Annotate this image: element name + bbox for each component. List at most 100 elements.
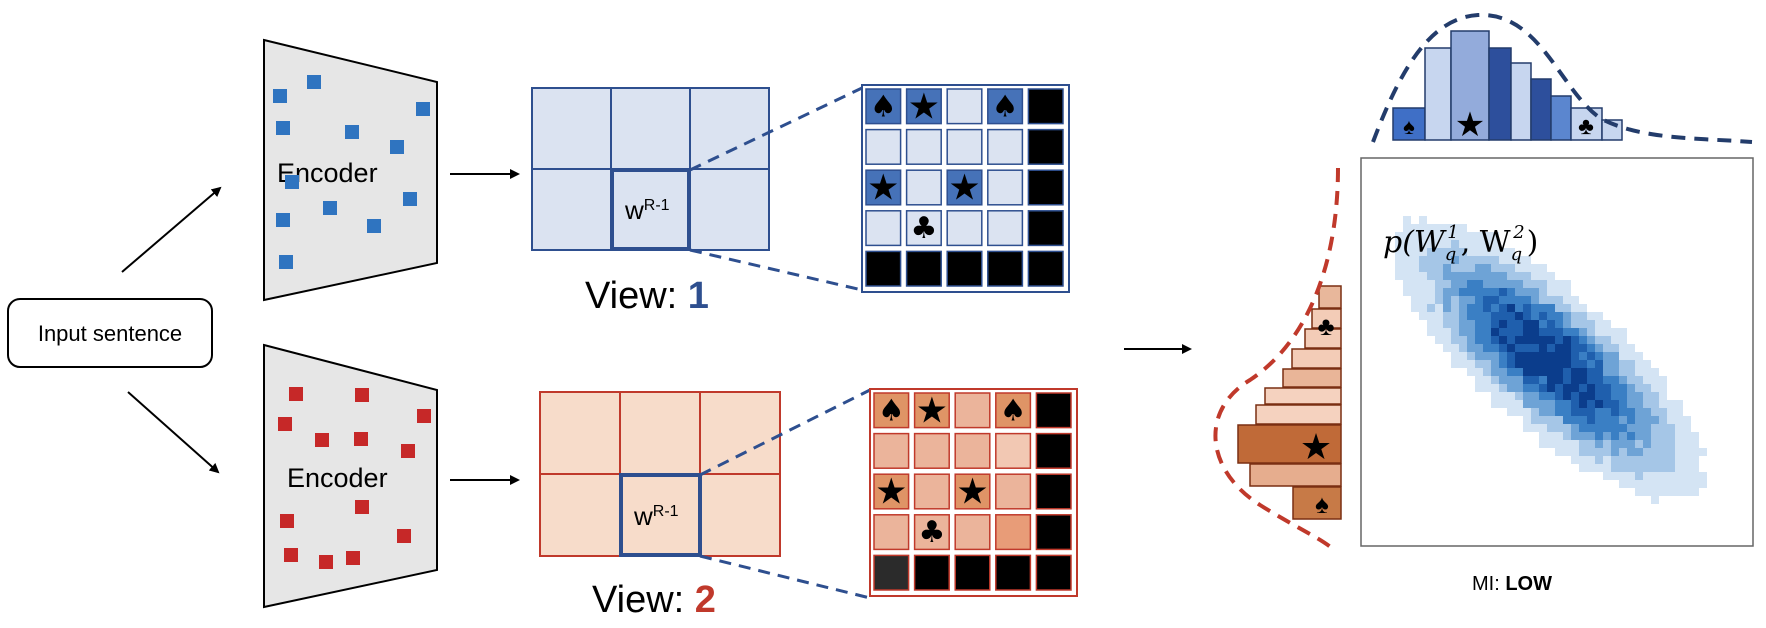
heatmap-cell xyxy=(1619,408,1627,416)
patch-cell xyxy=(1027,88,1064,125)
heatmap-cell xyxy=(1491,328,1499,336)
histogram-bar xyxy=(1264,387,1342,405)
heatmap-cell xyxy=(1659,432,1667,440)
heatmap-cell xyxy=(1571,344,1579,352)
patch-cell xyxy=(995,473,1032,510)
heatmap-cell xyxy=(1443,264,1451,272)
input-sentence-box xyxy=(7,298,213,368)
heatmap-cell xyxy=(1587,440,1595,448)
patch-cell xyxy=(946,210,983,247)
heatmap-cell xyxy=(1675,408,1683,416)
heatmap-cell xyxy=(1459,280,1467,288)
heatmap-cell xyxy=(1499,368,1507,376)
heatmap-cell xyxy=(1491,272,1499,280)
heatmap-cell xyxy=(1571,368,1579,376)
heatmap-cell xyxy=(1483,376,1491,384)
heatmap-cell xyxy=(1467,256,1475,264)
heatmap-cell xyxy=(1523,328,1531,336)
heatmap-cell xyxy=(1579,360,1587,368)
patch-cell xyxy=(1035,473,1072,510)
heatmap-cell xyxy=(1483,256,1491,264)
heatmap-cell xyxy=(1659,392,1667,400)
heatmap-cell xyxy=(1515,288,1523,296)
heatmap-cell xyxy=(1467,344,1475,352)
patch-cell xyxy=(987,250,1024,287)
heatmap-cell xyxy=(1603,328,1611,336)
patch-cell xyxy=(954,392,991,429)
heatmap-cell xyxy=(1611,432,1619,440)
heatmap-cell xyxy=(1483,336,1491,344)
heatmap-cell xyxy=(1667,456,1675,464)
heatmap-cell xyxy=(1571,400,1579,408)
heatmap-cell xyxy=(1539,344,1547,352)
heatmap-cell xyxy=(1627,408,1635,416)
heatmap-cell xyxy=(1531,312,1539,320)
heatmap-cell xyxy=(1563,440,1571,448)
heatmap-cell xyxy=(1539,296,1547,304)
patch-cell xyxy=(987,210,1024,247)
heatmap-cell xyxy=(1467,368,1475,376)
heatmap-cell xyxy=(1539,392,1547,400)
heatmap-cell xyxy=(1619,384,1627,392)
club-icon: ♣ xyxy=(1317,311,1334,341)
star-icon: ★ xyxy=(1455,106,1485,144)
heatmap-cell xyxy=(1611,368,1619,376)
heatmap-cell xyxy=(1539,312,1547,320)
heatmap-cell xyxy=(1635,368,1643,376)
heatmap-cell xyxy=(1443,336,1451,344)
heatmap-cell xyxy=(1675,464,1683,472)
heatmap-cell xyxy=(1483,312,1491,320)
heatmap-cell xyxy=(1579,424,1587,432)
heatmap-cell xyxy=(1563,432,1571,440)
heatmap-cell xyxy=(1547,344,1555,352)
heatmap-cell xyxy=(1499,256,1507,264)
heatmap-cell xyxy=(1499,400,1507,408)
encoder-2-tokens xyxy=(278,387,431,569)
heatmap-cell xyxy=(1547,416,1555,424)
heatmap-cell xyxy=(1587,352,1595,360)
heatmap-cell xyxy=(1683,464,1691,472)
heatmap-cell xyxy=(1643,456,1651,464)
spade-icon: ♠ xyxy=(1000,393,1027,428)
heatmap-cell xyxy=(1603,416,1611,424)
heatmap-cell xyxy=(1611,440,1619,448)
heatmap-cell xyxy=(1627,480,1635,488)
heatmap-cell xyxy=(1619,416,1627,424)
heatmap-cell xyxy=(1499,360,1507,368)
token xyxy=(284,548,298,562)
patch-cell xyxy=(954,473,991,510)
heatmap-cell xyxy=(1563,408,1571,416)
patch-cell xyxy=(913,432,950,469)
heatmap-cell xyxy=(1611,392,1619,400)
heatmap-cell xyxy=(1451,328,1459,336)
heatmap-cell xyxy=(1435,288,1443,296)
heatmap-cell xyxy=(1603,344,1611,352)
heatmap-cell xyxy=(1595,440,1603,448)
heatmap-cell xyxy=(1579,384,1587,392)
heatmap-cell xyxy=(1555,376,1563,384)
heatmap-cell xyxy=(1491,240,1499,248)
heatmap-cell xyxy=(1555,392,1563,400)
heatmap-cell xyxy=(1603,336,1611,344)
heatmap-cell xyxy=(1459,240,1467,248)
heatmap-cell xyxy=(1491,360,1499,368)
heatmap-cell xyxy=(1659,416,1667,424)
heatmap-cell xyxy=(1563,376,1571,384)
heatmap-cell xyxy=(1475,320,1483,328)
view-1-grid xyxy=(531,87,770,251)
heatmap-cell xyxy=(1587,312,1595,320)
heatmap-cell xyxy=(1611,416,1619,424)
heatmap-cell xyxy=(1491,320,1499,328)
patch-cell xyxy=(946,250,983,287)
heatmap-cell xyxy=(1499,312,1507,320)
heatmap-cell xyxy=(1427,288,1435,296)
heatmap-cell xyxy=(1475,304,1483,312)
heatmap-cell xyxy=(1483,240,1491,248)
heatmap-cell xyxy=(1547,368,1555,376)
club-icon: ♣ xyxy=(918,515,945,550)
heatmap-cell xyxy=(1555,368,1563,376)
heatmap-cell xyxy=(1483,360,1491,368)
heatmap-cell xyxy=(1563,400,1571,408)
heatmap-cell xyxy=(1667,400,1675,408)
heatmap-cell xyxy=(1603,400,1611,408)
